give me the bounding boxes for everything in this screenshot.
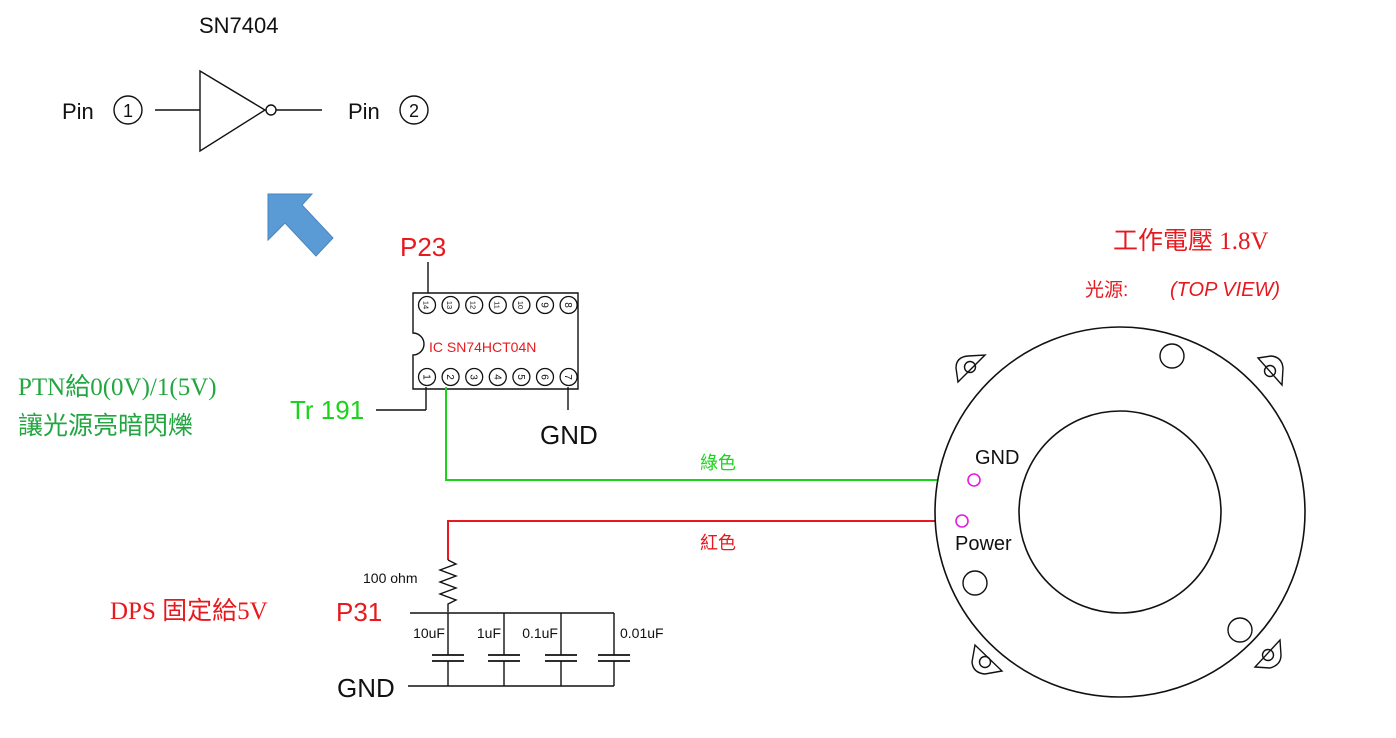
gate-input-label: Pin — [62, 99, 94, 124]
ic-body — [412, 292, 579, 390]
ic-top-pin-number: 10 — [516, 301, 525, 309]
ic-top-pin-11 — [488, 295, 507, 315]
power-filter-section: 100 ohm DPS 固定給5V P31 GND 10uF 1uF 0.1uF 0.… — [110, 559, 664, 703]
ic-top-pin-number: 12 — [469, 301, 478, 309]
ic-bottom-pin-number: 1 — [421, 374, 432, 380]
gate-output-label: Pin — [348, 99, 380, 124]
ic-bottom-pin-7 — [559, 367, 578, 387]
gate-title: SN7404 — [199, 13, 279, 38]
mounting-ear-bottom-right — [1253, 638, 1282, 669]
red-wire-label: 紅色 — [700, 533, 736, 553]
power-connector-label: Power — [955, 533, 1012, 555]
mount-hole-top — [1159, 343, 1185, 369]
red-power-wire — [447, 520, 958, 560]
gate-input-pin-number: 1 — [123, 101, 133, 121]
ic-top-pin-row: 14 13 12 11 10 9 8 — [417, 295, 578, 315]
power-connector-dot — [955, 514, 969, 528]
capacitor-bank: 10uF 1uF 0.1uF 0.01uF — [413, 613, 664, 686]
light-source-label: 光源: — [1085, 279, 1128, 301]
gate-bubble — [265, 104, 277, 116]
ic-top-pin-8 — [559, 295, 578, 315]
ic-bottom-pin-4 — [488, 367, 507, 387]
gate-output-pin-circle — [399, 95, 429, 125]
capacitor-label: 1uF — [477, 625, 501, 641]
resistor-label: 100 ohm — [363, 570, 417, 586]
ptn-note-line1: PTN給0(0V)/1(5V) — [18, 373, 217, 401]
ic-top-pin-10 — [512, 295, 531, 315]
capacitor-label: 0.1uF — [522, 625, 558, 641]
ground-label: GND — [337, 673, 395, 703]
ptn-note-line2: 讓光源亮暗閃爍 — [18, 412, 193, 440]
ic-top-pin-13 — [441, 295, 460, 315]
capacitor-label: 0.01uF — [620, 625, 664, 641]
light-source-module: 工作電壓 1.8V 光源: (TOP VIEW) GND Power — [934, 227, 1306, 698]
inverter-gate-symbol: SN7404 Pin 1 Pin 2 — [62, 13, 429, 153]
ic-top-pin-number: 13 — [445, 301, 454, 309]
mount-hole-left — [962, 570, 988, 596]
ic-top-pin-number: 9 — [539, 302, 550, 308]
inner-aperture — [1018, 410, 1222, 614]
gnd-connector-dot — [967, 473, 981, 487]
green-wire-label: 綠色 — [700, 453, 736, 473]
ic-top-pin-number: 11 — [492, 301, 501, 309]
ic-top-pin-9 — [535, 295, 555, 315]
ic-top-pin-number: 14 — [422, 301, 431, 309]
pin7-signal-label: GND — [540, 420, 598, 450]
ic-bottom-pin-6 — [535, 367, 555, 387]
ic-bottom-pin-number: 6 — [539, 374, 550, 380]
rail-label: P31 — [336, 597, 382, 627]
ic-bottom-pin-number: 4 — [491, 374, 502, 380]
ic-bottom-pin-2 — [441, 367, 460, 387]
ic-top-pin-14 — [417, 295, 437, 315]
ic-top-pin-number: 8 — [562, 302, 573, 308]
gate-input-pin-circle — [113, 95, 143, 125]
ic-bottom-pin-3 — [465, 367, 484, 387]
ic-bottom-pin-1 — [417, 367, 437, 387]
mounting-ear-bottom-left — [971, 643, 1004, 675]
gate-output-pin-number: 2 — [409, 101, 419, 121]
green-signal-wire — [445, 387, 970, 481]
mount-hole-bottom-right — [1227, 617, 1253, 643]
ic-label: IC SN74HCT04N — [429, 339, 536, 355]
ic-bottom-pin-number: 5 — [515, 374, 526, 380]
pin1-signal-label: Tr 191 — [290, 395, 364, 425]
voltage-note: 工作電壓 1.8V — [1113, 227, 1269, 255]
ic-bottom-pin-number: 2 — [444, 374, 455, 380]
ic-top-pin-12 — [465, 295, 484, 315]
dps-note: DPS 固定給5V — [110, 597, 268, 625]
pointer-arrow-icon — [267, 193, 334, 257]
mounting-ear-top-right — [1256, 355, 1284, 387]
ic-bottom-pin-number: 7 — [562, 374, 573, 380]
top-view-label: (TOP VIEW) — [1170, 279, 1280, 301]
ic-bottom-pin-5 — [512, 367, 531, 387]
gate-triangle — [199, 69, 267, 153]
pin14-signal-label: P23 — [400, 232, 446, 262]
ic-bottom-pin-number: 3 — [468, 374, 479, 380]
mounting-ear-top-left — [955, 354, 987, 384]
gnd-connector-label: GND — [975, 447, 1019, 469]
ic-bottom-pin-row: 1 2 3 4 5 6 7 — [417, 367, 578, 387]
resistor-symbol — [438, 559, 458, 612]
capacitor-label: 10uF — [413, 625, 445, 641]
